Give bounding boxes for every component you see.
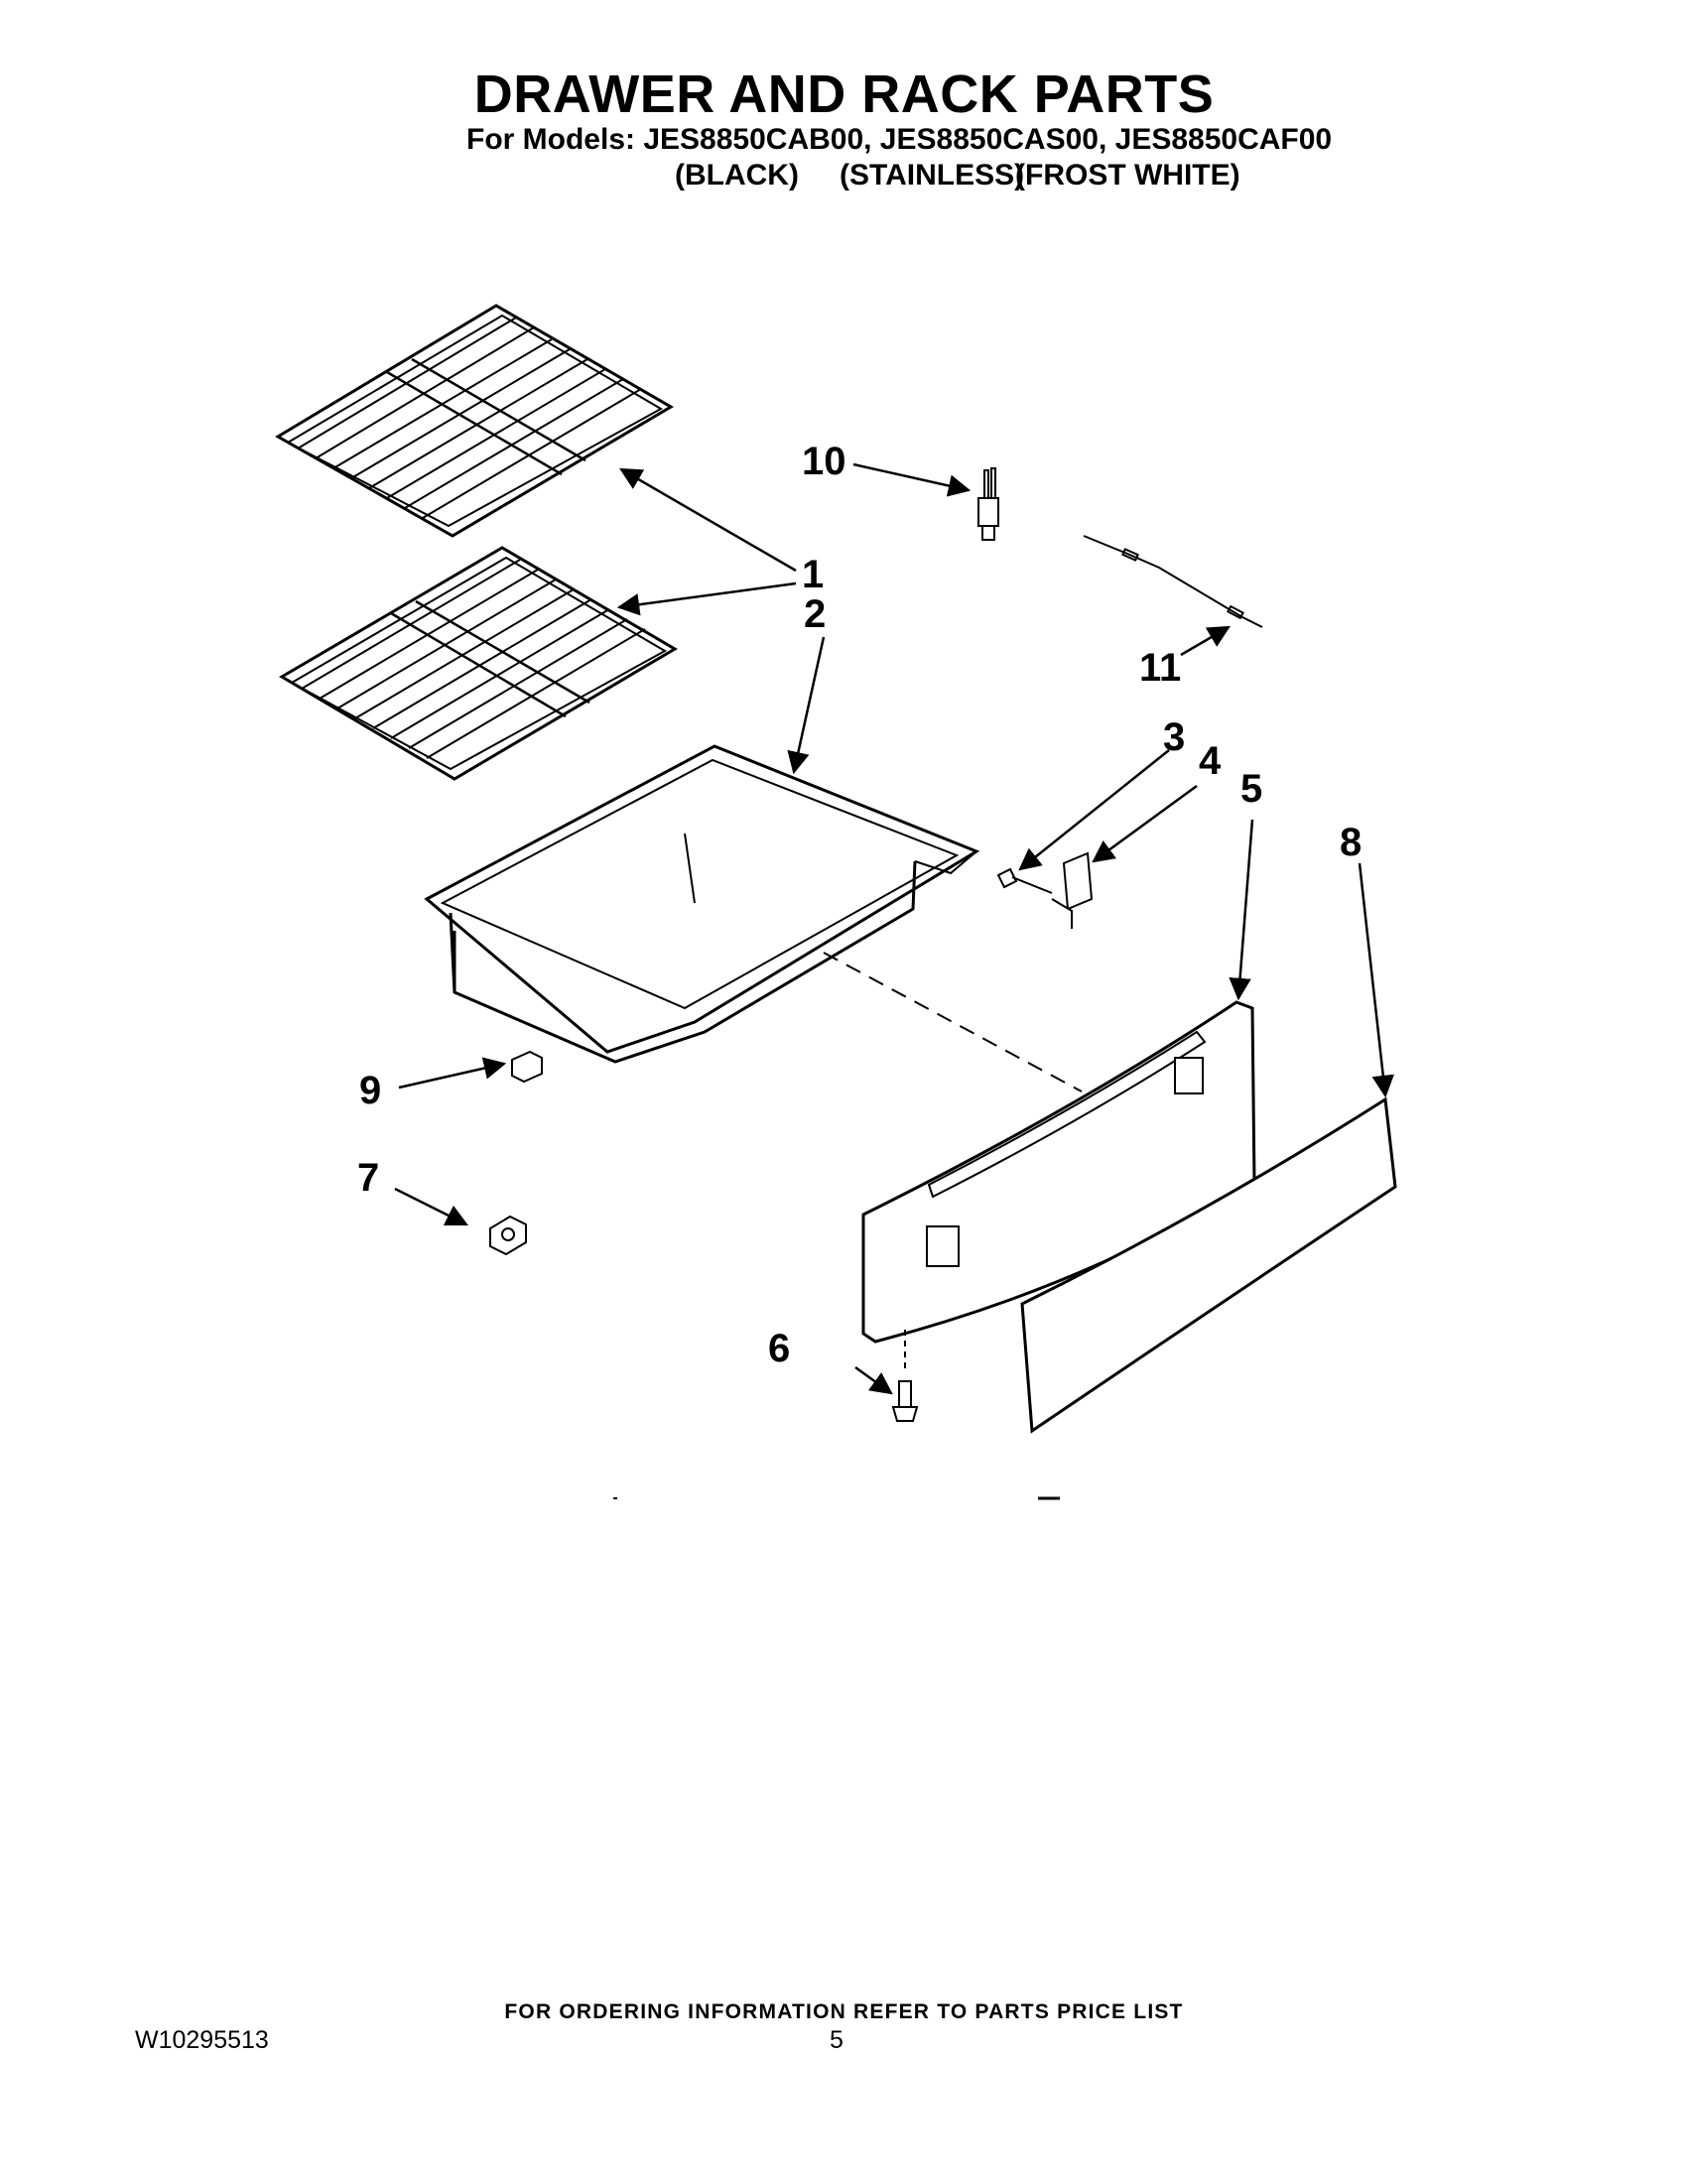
callout-6: 6 (768, 1327, 790, 1370)
bracket-part (1051, 851, 1094, 929)
nut-part (489, 1215, 527, 1256)
callout-9: 9 (359, 1069, 381, 1112)
callout-11: 11 (1139, 646, 1181, 690)
callout-7: 7 (357, 1156, 379, 1200)
callout-3: 3 (1163, 715, 1185, 759)
ordering-note: FOR ORDERING INFORMATION REFER TO PARTS … (504, 2000, 1184, 2023)
drawer-pan (424, 744, 980, 1064)
color-label-black: (BLACK) (675, 159, 799, 192)
screw-bracket-screw (996, 867, 1053, 894)
callout-10: 10 (802, 440, 846, 483)
glide-block-part (511, 1050, 543, 1084)
oven-rack-upper (275, 304, 674, 538)
screw-part (891, 1330, 919, 1422)
callout-8: 8 (1340, 821, 1362, 864)
callout-2: 2 (804, 592, 826, 636)
page-number: 5 (830, 2026, 844, 2054)
document-number: W10295513 (135, 2026, 269, 2054)
color-label-frost-white: (FROST WHITE) (1015, 159, 1240, 192)
assembly-centerline (823, 952, 1083, 1092)
drawer-front-trim (1020, 1096, 1397, 1434)
callout-5: 5 (1240, 767, 1262, 811)
page-title: DRAWER AND RACK PARTS (473, 64, 1215, 124)
sensor-part (977, 467, 999, 541)
callout-1: 1 (802, 553, 824, 596)
models-line: For Models: JES8850CAB00, JES8850CAS00, … (466, 123, 1333, 156)
wire-harness-part (1083, 535, 1263, 628)
leader-lines (394, 462, 1394, 1395)
color-label-stainless: (STAINLESS) (840, 159, 1025, 192)
callout-4: 4 (1199, 739, 1222, 783)
oven-rack-lower (279, 546, 678, 781)
